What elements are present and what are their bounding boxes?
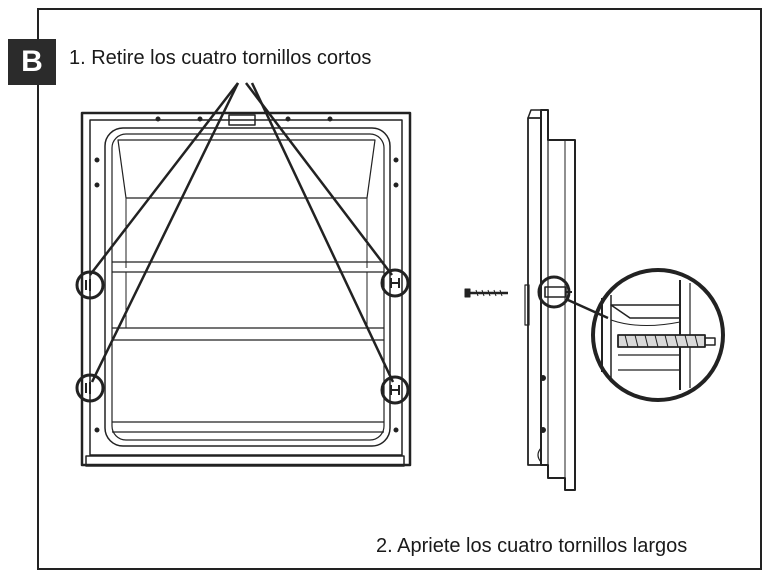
door-side-view (524, 109, 576, 491)
screw-circle-top-left (75, 270, 105, 300)
step-1-instruction: 1. Retire los cuatro tornillos cortos (69, 47, 372, 69)
door-front-view (80, 111, 412, 467)
section-badge: B (8, 39, 56, 85)
screw-circle-bottom-left (75, 373, 105, 403)
magnifier-detail (591, 268, 725, 402)
screw-circle-top-right (380, 268, 410, 298)
screw-icon (464, 288, 508, 298)
screw-circle-bottom-right (380, 375, 410, 405)
diagram-frame (37, 8, 762, 570)
step-2-instruction: 2. Apriete los cuatro tornillos largos (376, 535, 688, 557)
callout-lines (89, 82, 395, 383)
